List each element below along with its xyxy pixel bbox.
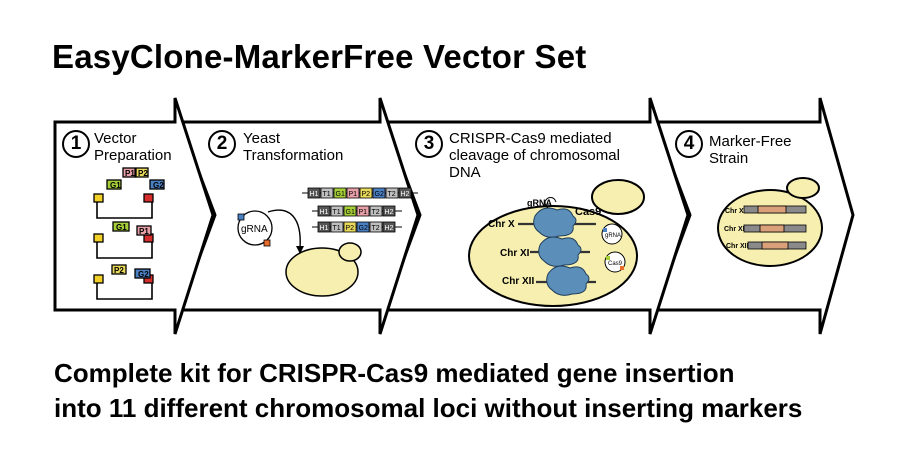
vector-c: P2 G2 bbox=[93, 264, 154, 300]
cassette-part bbox=[333, 187, 347, 199]
label-g1-b: G1 bbox=[116, 223, 127, 232]
step2-label: Yeast Transformation bbox=[243, 130, 343, 164]
step3-grna-label: gRNA bbox=[527, 198, 552, 208]
label-g2-c: G2 bbox=[138, 270, 149, 279]
step4-line2: Strain bbox=[709, 150, 749, 167]
cassette-part-label: T1 bbox=[333, 225, 341, 232]
step3-label: CRISPR-Cas9 mediated cleavage of chromos… bbox=[449, 130, 620, 181]
cassette-part bbox=[382, 221, 396, 233]
caption-line-2: into 11 different chromosomal loci witho… bbox=[54, 393, 803, 423]
step1-line2: Preparation bbox=[94, 147, 172, 164]
yeast-bud-step4 bbox=[786, 177, 820, 199]
cassette-part-label: H1 bbox=[320, 225, 329, 232]
step2-grna-label: gRNA bbox=[241, 224, 268, 235]
step4-chr-xii: Chr XII bbox=[726, 243, 749, 250]
step3-plasmid-cas9: Cas9 bbox=[608, 261, 623, 267]
label-p1-b: P1 bbox=[139, 227, 149, 236]
cassette-part bbox=[343, 205, 357, 217]
cassette-part-label: T2 bbox=[372, 209, 380, 216]
step4-label: Marker-Free Strain bbox=[709, 133, 792, 167]
yeast-cell-step2 bbox=[285, 247, 359, 297]
label-g1-a: G1 bbox=[110, 181, 121, 190]
cassette-part-label: H1 bbox=[310, 191, 319, 198]
label-p2-c: P2 bbox=[114, 266, 124, 275]
label-p1-a: P1 bbox=[125, 169, 135, 178]
label-g2-a: G2 bbox=[153, 181, 164, 190]
step4-chr-xi: Chr XI bbox=[724, 226, 745, 233]
cassette-part bbox=[369, 205, 383, 217]
cassette-part bbox=[369, 221, 383, 233]
transform-arrow bbox=[267, 209, 301, 249]
step3-line1: CRISPR-Cas9 mediated bbox=[449, 130, 612, 147]
step3-line2: cleavage of chromosomal bbox=[449, 147, 620, 164]
step3-number: 3 bbox=[415, 130, 443, 158]
cassette-part bbox=[356, 205, 370, 217]
cassette-part bbox=[346, 187, 360, 199]
cassette-part bbox=[307, 187, 321, 199]
step4-number: 4 bbox=[675, 130, 703, 158]
step3-line3: DNA bbox=[449, 164, 481, 181]
yeast-bud-step3 bbox=[591, 179, 645, 215]
cassette-part-label: G2 bbox=[359, 225, 368, 232]
cassette-part-label: G1 bbox=[346, 209, 355, 216]
cassette-part bbox=[382, 205, 396, 217]
cassette-part bbox=[359, 187, 373, 199]
cassette-part-label: H2 bbox=[385, 225, 394, 232]
cassette-part-label: P2 bbox=[362, 191, 371, 198]
cassette-part bbox=[356, 221, 370, 233]
step4-line1: Marker-Free bbox=[709, 133, 792, 150]
step4-illustration: Chr X Chr XI Chr XII bbox=[717, 177, 823, 267]
grna-plasmid bbox=[237, 210, 273, 246]
vector-a: G1 P1 P2 G2 bbox=[93, 167, 165, 219]
step3-plasmid-grna: gRNA bbox=[605, 233, 621, 239]
step2-number: 2 bbox=[208, 130, 236, 158]
cassette-part-label: G1 bbox=[336, 191, 345, 198]
cas9-proteins bbox=[533, 207, 590, 296]
step4-chr-x: Chr X bbox=[725, 208, 744, 215]
step3-illustration: gRNA Cas9 Chr X Chr XI Chr XII gRNA Cas9 bbox=[468, 179, 645, 307]
grna-hook bbox=[544, 197, 557, 209]
chr-x-label: Chr X bbox=[488, 219, 515, 230]
cassette-part-label: H2 bbox=[385, 209, 394, 216]
step1-line1: Vector bbox=[94, 130, 137, 147]
cassette-part bbox=[330, 205, 344, 217]
final-chromosomes bbox=[743, 205, 807, 250]
chr-xi-label: Chr XI bbox=[500, 248, 530, 259]
step3-cas9-label: Cas9 bbox=[575, 206, 601, 218]
cassette-part bbox=[317, 221, 331, 233]
cassette-part bbox=[317, 205, 331, 217]
cassette-part-label: P1 bbox=[359, 209, 368, 216]
step1-vector-illustrations: G1 P1 P2 G2 G1 P1 P2 G2 bbox=[93, 167, 165, 300]
cassette-part bbox=[398, 187, 412, 199]
cassette-part-label: T1 bbox=[323, 191, 331, 198]
cassette-part bbox=[385, 187, 399, 199]
cassette-part-label: H1 bbox=[320, 209, 329, 216]
cassette-part-label: P1 bbox=[349, 191, 358, 198]
step1-number: 1 bbox=[62, 130, 90, 158]
cassette-part-label: G2 bbox=[375, 191, 384, 198]
cassette-part bbox=[320, 187, 334, 199]
cassette-part-label: T2 bbox=[388, 191, 396, 198]
step1-label: Vector Preparation bbox=[94, 130, 172, 164]
cassette-part bbox=[330, 221, 344, 233]
cassette-part-label: T1 bbox=[333, 209, 341, 216]
cassette-part bbox=[372, 187, 386, 199]
step2-line2: Transformation bbox=[243, 147, 344, 164]
step2-line1: Yeast bbox=[243, 130, 280, 147]
cassette-part-label: T2 bbox=[372, 225, 380, 232]
cassette-part-label: H2 bbox=[401, 191, 410, 198]
chr-xii-label: Chr XII bbox=[502, 276, 534, 287]
yeast-bud-step2 bbox=[338, 242, 362, 262]
label-p2-a: P2 bbox=[138, 169, 148, 178]
vector-b: G1 P1 bbox=[93, 221, 154, 259]
caption-line-1: Complete kit for CRISPR-Cas9 mediated ge… bbox=[54, 358, 735, 388]
diagram-title: EasyClone-MarkerFree Vector Set bbox=[52, 38, 587, 75]
cassette-part-label: P2 bbox=[346, 225, 355, 232]
cassette-part bbox=[343, 221, 357, 233]
